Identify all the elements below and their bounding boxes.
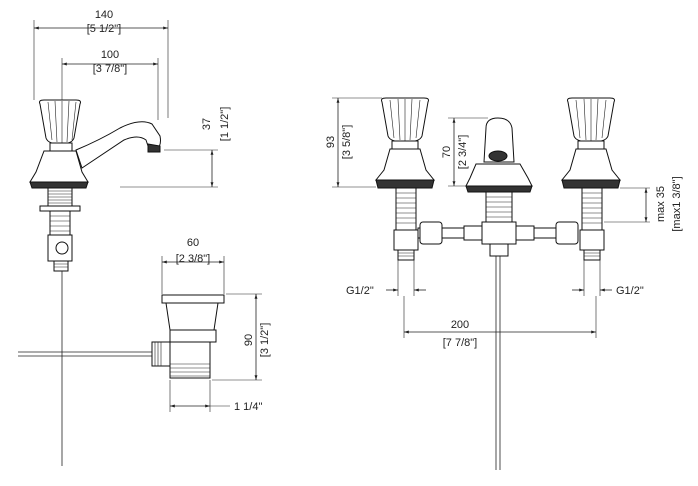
dim-centers: 200 [7 7/8"]	[403, 296, 597, 349]
dim-drain-height-inch: [3 1/2"]	[259, 323, 271, 357]
side-handle	[39, 99, 81, 152]
connection-pipes	[417, 221, 579, 470]
dim-faucet-width-inch: [5 1/2"]	[87, 23, 121, 35]
dim-spout-height-inch: [1 1/2"]	[219, 107, 231, 141]
dim-spout-height: 37 [1 1/2"]	[120, 107, 231, 188]
dim-handle-height-inch: [3 5/8"]	[341, 125, 353, 159]
dim-spout-reach-inch: [3 7/8"]	[93, 63, 127, 75]
dim-left-inlet: G1/2"	[346, 260, 426, 297]
dim-drain-width: 60 [2 3/8"]	[161, 237, 225, 294]
dim-spout-reach: 100 [3 7/8"]	[61, 49, 159, 120]
dim-right-inlet: G1/2"	[572, 260, 644, 297]
front-left-handle	[374, 97, 436, 261]
dim-spout-reach-mm: 100	[101, 49, 119, 61]
dim-drain-width-inch: [2 3/8"]	[176, 253, 210, 265]
dim-drain-thread: 1 1/4"	[169, 380, 262, 413]
dim-drain-thread-label: 1 1/4"	[234, 401, 262, 413]
dim-spout-body-height-mm: 70	[441, 146, 453, 158]
front-spout	[465, 117, 533, 223]
dim-drain-height: 90 [3 1/2"]	[212, 293, 271, 381]
side-shank	[39, 187, 81, 272]
dim-spout-height-mm: 37	[201, 118, 213, 130]
front-right-handle	[560, 97, 622, 261]
dim-faucet-width: 140 [5 1/2"]	[33, 9, 169, 118]
dim-left-inlet-label: G1/2"	[346, 285, 374, 297]
popup-drain	[18, 294, 225, 379]
dim-right-inlet-label: G1/2"	[616, 285, 644, 297]
dim-handle-height-mm: 93	[325, 136, 337, 148]
dim-spout-body-height: 70 [2 3/4"]	[441, 117, 488, 187]
dim-spout-body-height-inch: [2 3/4"]	[457, 135, 469, 169]
dim-drain-width-mm: 60	[187, 237, 199, 249]
dim-deck-thickness: max 35 [max1 3/8"]	[604, 176, 683, 232]
dim-faucet-width-mm: 140	[95, 9, 113, 21]
dim-handle-height: 93 [3 5/8"]	[325, 97, 382, 188]
dim-centers-inch: [7 7/8"]	[443, 337, 477, 349]
dim-deck-thickness-mm: max 35	[655, 186, 667, 222]
dim-centers-mm: 200	[451, 319, 469, 331]
side-view-faucet	[29, 99, 161, 466]
dim-deck-thickness-inch: [max1 3/8"]	[671, 176, 683, 231]
dim-drain-height-mm: 90	[243, 334, 255, 346]
